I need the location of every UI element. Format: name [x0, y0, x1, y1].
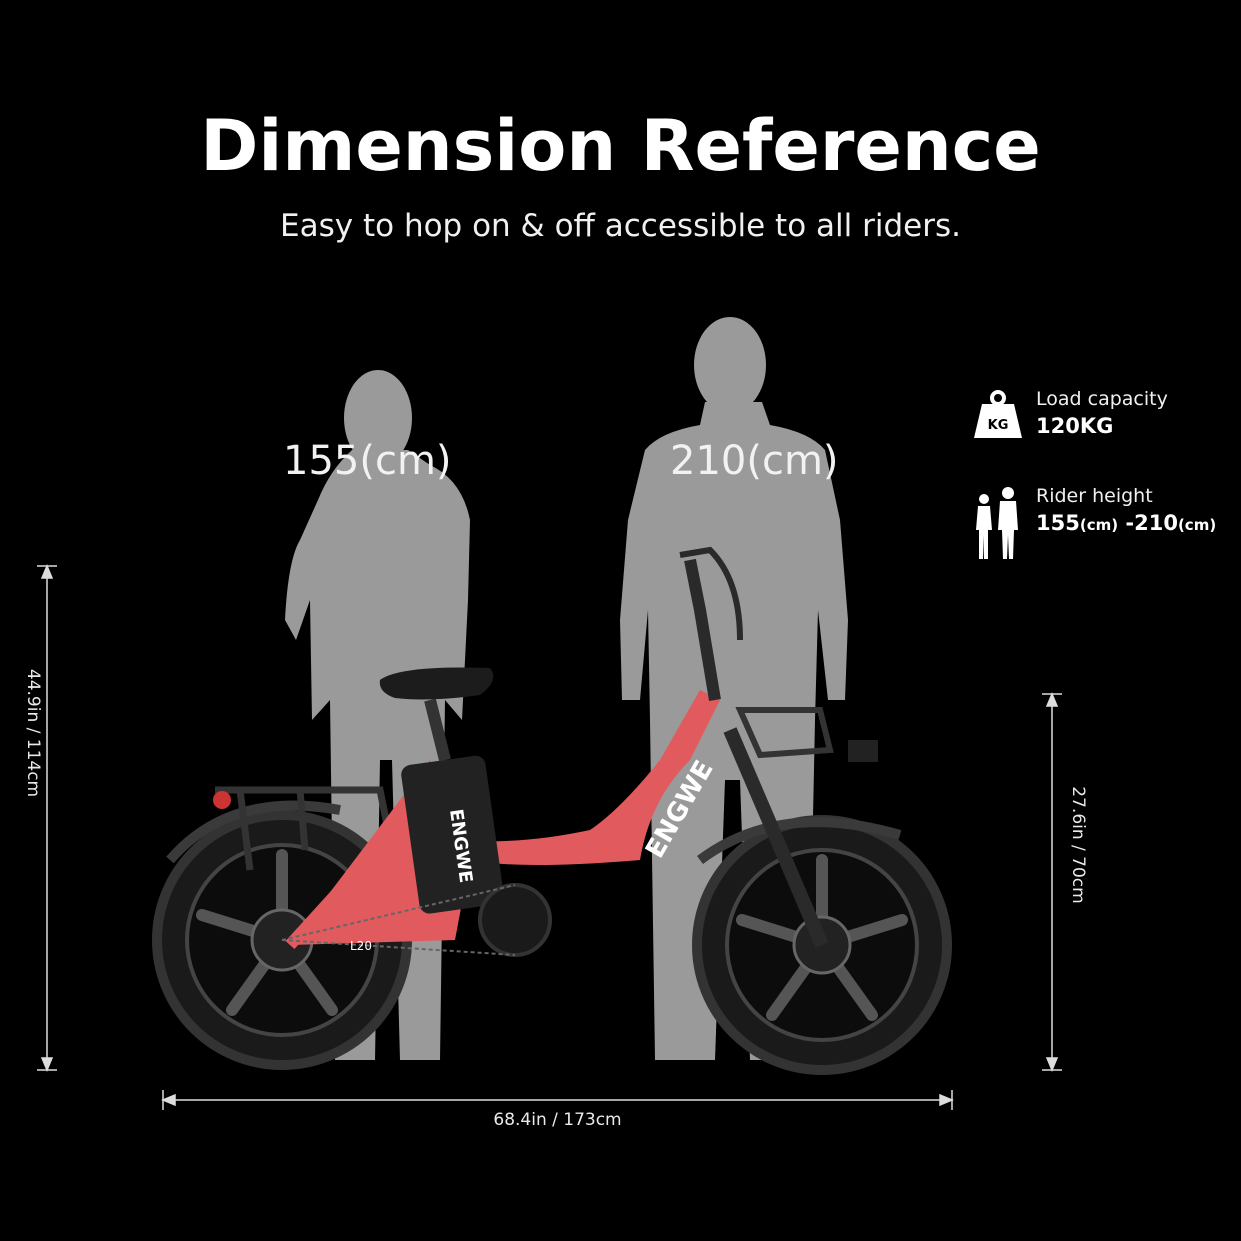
- rider-silhouettes-icon: [976, 487, 1018, 559]
- bike-illustration: ENGWE ENGWE L20: [152, 546, 952, 1075]
- rider-min-value: 155: [1036, 511, 1080, 535]
- bike-seat: [379, 667, 494, 700]
- seat-height-dimension: 27.6in / 70cm: [1068, 786, 1088, 904]
- woman-height-label: 155(cm): [283, 438, 452, 484]
- rider-height-value: 155(cm) -210(cm): [1036, 511, 1216, 535]
- rider-max-value: -210: [1125, 511, 1178, 535]
- page-subtitle: Easy to hop on & off accessible to all r…: [280, 208, 961, 244]
- rider-height-spec: Rider height 155(cm) -210(cm): [970, 485, 1216, 561]
- weight-icon-text: KG: [988, 418, 1009, 433]
- rider-max-unit: (cm): [1177, 516, 1217, 534]
- rider-min-unit: (cm): [1079, 516, 1119, 534]
- rider-height-label: Rider height: [1036, 485, 1153, 507]
- man-height-label: 210(cm): [670, 438, 839, 484]
- load-capacity-spec: KG Load capacity 120KG: [970, 388, 1168, 444]
- weight-kg-icon: KG: [974, 390, 1022, 438]
- total-height-dimension: 44.9in / 114cm: [23, 668, 43, 798]
- dimension-lines: [37, 564, 1062, 1110]
- battery: [401, 755, 504, 914]
- length-dimension: 68.4in / 173cm: [493, 1110, 622, 1130]
- load-capacity-label: Load capacity: [1036, 388, 1168, 410]
- load-capacity-value: 120KG: [1036, 414, 1114, 438]
- page-title: Dimension Reference: [200, 105, 1041, 187]
- bike-frame: [290, 690, 720, 945]
- frame-model: L20: [350, 939, 372, 953]
